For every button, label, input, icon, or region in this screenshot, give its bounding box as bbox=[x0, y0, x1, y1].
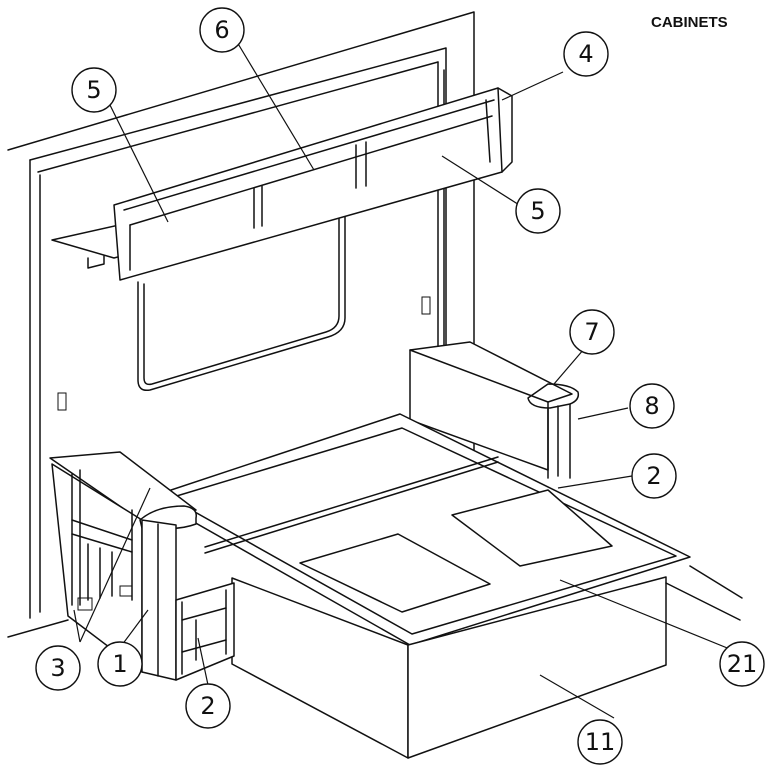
callout-label: 4 bbox=[578, 40, 593, 68]
window bbox=[137, 209, 346, 392]
callout-circle bbox=[71, 67, 117, 113]
callout-1: 1 bbox=[97, 641, 143, 687]
callout-3: 3 bbox=[35, 645, 81, 691]
callout-circle bbox=[719, 641, 765, 687]
callout-7: 7 bbox=[569, 309, 615, 355]
callout-label: 6 bbox=[214, 16, 229, 44]
overhead-shelf bbox=[51, 87, 513, 281]
diagram-title: CABINETS bbox=[651, 14, 728, 31]
outlet-right bbox=[421, 296, 431, 315]
callout-6: 6 bbox=[199, 7, 245, 53]
callout-circle bbox=[577, 719, 623, 765]
callout-circle bbox=[515, 188, 561, 234]
callout-circle bbox=[199, 7, 245, 53]
callout-label: 7 bbox=[584, 318, 599, 346]
callout-21: 21 bbox=[719, 641, 765, 687]
callout-8: 8 bbox=[629, 383, 675, 429]
callout-label: 5 bbox=[86, 76, 101, 104]
callout-circle bbox=[569, 309, 615, 355]
callout-11: 11 bbox=[577, 719, 623, 765]
callout-2-right: 2 bbox=[631, 453, 677, 499]
callout-circle bbox=[185, 683, 231, 729]
callout-circle bbox=[629, 383, 675, 429]
left-cabinet bbox=[49, 451, 235, 681]
callout-label: 8 bbox=[644, 392, 659, 420]
callout-circle bbox=[97, 641, 143, 687]
callout-label: 1 bbox=[112, 650, 127, 678]
callout-circle bbox=[631, 453, 677, 499]
leader-lines bbox=[73, 41, 743, 719]
callout-circle bbox=[563, 31, 609, 77]
callout-circle bbox=[35, 645, 81, 691]
callout-2-bottom: 2 bbox=[185, 683, 231, 729]
callout-5-right: 5 bbox=[515, 188, 561, 234]
callout-5-left: 5 bbox=[71, 67, 117, 113]
countertop bbox=[149, 413, 691, 646]
callout-label: 2 bbox=[646, 462, 661, 490]
callout-label: 21 bbox=[727, 650, 758, 678]
outlet-left bbox=[57, 392, 67, 411]
callout-label: 2 bbox=[200, 692, 215, 720]
callout-label: 5 bbox=[530, 197, 545, 225]
callout-4: 4 bbox=[563, 31, 609, 77]
right-tall-cabinet bbox=[409, 341, 580, 479]
callout-label: 11 bbox=[585, 728, 616, 756]
callout-label: 3 bbox=[50, 654, 65, 682]
